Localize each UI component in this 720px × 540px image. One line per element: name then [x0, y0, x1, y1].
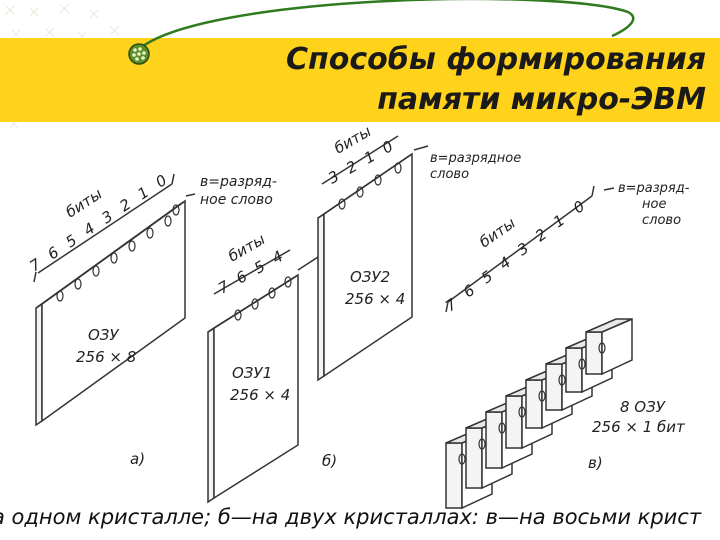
svg-text:1: 1 [134, 183, 152, 203]
memory-diagram: биты 7 6 5 4 3 2 1 0 в=разряд- ное слово… [26, 122, 690, 510]
panel-b-word-label-1: в=разрядное [430, 151, 521, 166]
panel-a-word-label-2: ное слово [200, 192, 273, 208]
panel-a-letter: а) [130, 450, 145, 468]
panel-b-chip-1 [207, 246, 321, 504]
svg-text:6: 6 [460, 281, 478, 301]
panel-b-chip-2 [317, 135, 429, 382]
panel-a-word-label-1: в=разряд- [200, 174, 277, 190]
svg-text:7: 7 [442, 295, 461, 315]
svg-text:4: 4 [269, 247, 286, 267]
panel-b-word-label-2: слово [430, 167, 469, 182]
panel-b-chip1-label-1: ОЗУ1 [232, 364, 272, 382]
bullet-icon [128, 43, 150, 65]
svg-text:7: 7 [26, 255, 44, 276]
svg-text:5: 5 [478, 267, 496, 287]
panel-a-zero-row [56, 204, 180, 302]
panel-c-word-label-2: ное [642, 197, 666, 212]
svg-text:0: 0 [152, 171, 170, 191]
panel-c-word-label-3: слово [642, 213, 681, 228]
panel-a-chip-label-1: ОЗУ [88, 326, 119, 344]
panel-c-word-tick [603, 187, 615, 191]
panel-b-chip2-label-1: ОЗУ2 [350, 268, 390, 286]
panel-c-letter: в) [588, 454, 603, 472]
svg-text:3: 3 [98, 207, 116, 227]
panel-b-zero-row-2 [338, 162, 402, 210]
svg-text:6: 6 [233, 267, 250, 287]
svg-text:5: 5 [251, 257, 268, 277]
slide-title: Способы формирования памяти микро-ЭВМ [186, 40, 706, 120]
panel-c-word-label-1: в=разряд- [618, 181, 690, 196]
panel-c-zero-marks [458, 342, 606, 465]
svg-text:2: 2 [343, 157, 360, 177]
svg-text:3: 3 [325, 167, 342, 187]
panel-b-chip2-label-2: 256 × 4 [345, 290, 405, 308]
svg-text:0: 0 [379, 137, 396, 157]
panel-c-bits-label: биты [476, 214, 519, 252]
title-arc [137, 0, 635, 51]
svg-text:6: 6 [44, 243, 62, 263]
panel-c-chip-label-2: 256 × 1 бит [592, 418, 686, 436]
svg-text:5: 5 [62, 231, 80, 251]
svg-text:1: 1 [550, 211, 568, 231]
panel-a-bits-label: биты [62, 185, 105, 222]
figure-caption: а одном кристалле; б—на двух кристаллах:… [0, 505, 702, 529]
title-line-2: памяти микро-ЭВМ [377, 82, 706, 117]
panel-b-bits-label-1: биты [225, 230, 268, 265]
panel-b-letter: б) [322, 452, 337, 470]
svg-text:2: 2 [116, 195, 134, 215]
svg-text:4: 4 [80, 219, 98, 239]
title-line-1: Способы формирования [286, 42, 706, 77]
panel-a-chip [33, 173, 196, 427]
svg-text:7: 7 [215, 277, 233, 298]
panel-c-bits-bracket [445, 185, 595, 313]
panel-c-chip-label-1: 8 ОЗУ [620, 398, 666, 416]
panel-b-chip1-label-2: 256 × 4 [230, 386, 290, 404]
title-band [0, 38, 720, 122]
panel-a-chip-label-2: 256 × 8 [76, 348, 136, 366]
panel-c-strip-8 [585, 317, 633, 376]
panel-b-zero-row-1 [234, 276, 292, 321]
